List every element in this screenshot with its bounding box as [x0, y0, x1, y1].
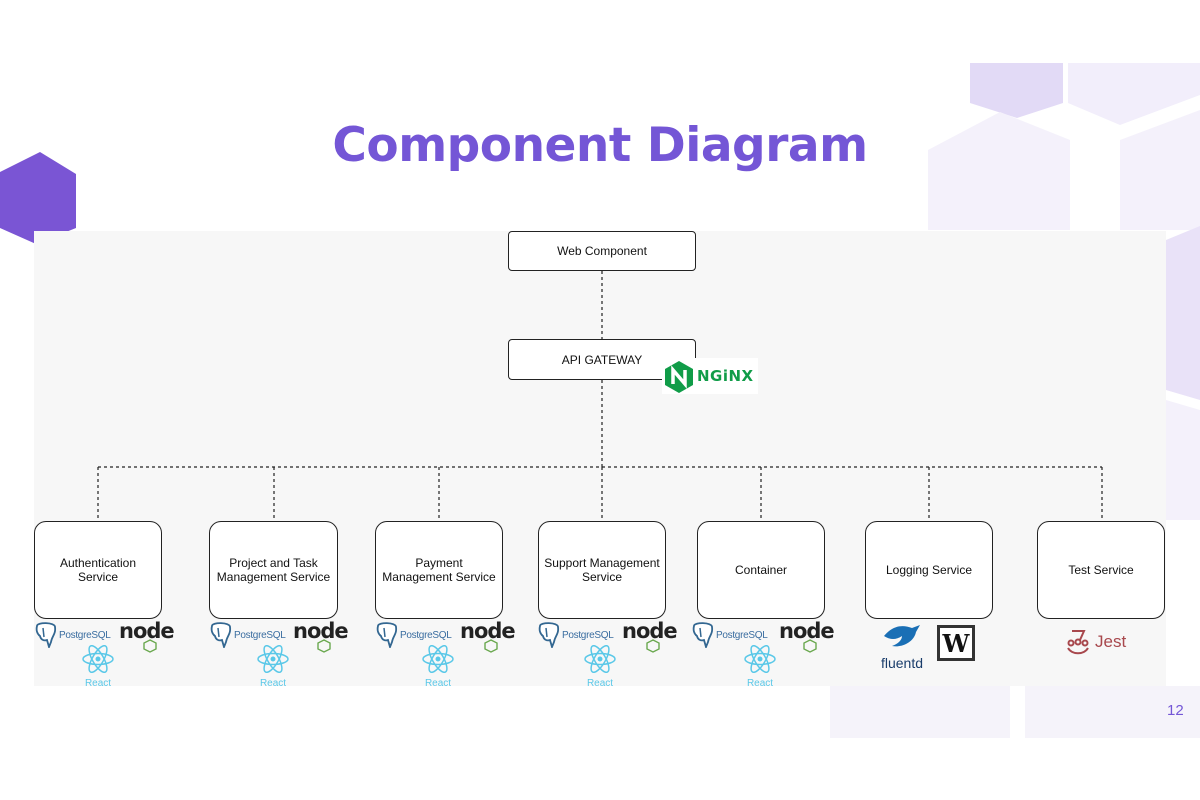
service-box-container: Container: [697, 521, 825, 619]
service-box-support: Support Management Service: [538, 521, 666, 619]
fluentd-bird-icon: [884, 625, 920, 647]
service-label: Authentication Service: [59, 555, 137, 585]
react-label: React: [259, 678, 287, 689]
service-label: Payment Management Service: [382, 555, 496, 585]
postgresql-logo: PostgreSQL: [375, 622, 452, 648]
node-js-badge-icon: [484, 639, 498, 653]
node-logo: node: [779, 619, 835, 653]
node-label: node: [622, 619, 678, 643]
react-label: React: [586, 678, 614, 689]
elephant-icon: [538, 622, 560, 648]
service-label: Test Service: [1068, 562, 1134, 577]
react-atom-icon: [422, 644, 454, 674]
jest-icon: [1067, 630, 1089, 655]
jest-logo: Jest: [1066, 628, 1126, 656]
decorative-hexagon-left: [0, 152, 76, 244]
postgresql-label: PostgreSQL: [400, 629, 452, 641]
service-box-test: Test Service: [1037, 521, 1165, 619]
postgresql-logo: PostgreSQL: [691, 622, 768, 648]
react-logo: React: [740, 644, 780, 689]
postgresql-logo: PostgreSQL: [34, 622, 111, 648]
web-component-box: Web Component: [508, 231, 696, 271]
postgresql-logo: PostgreSQL: [537, 622, 614, 648]
fluentd-logo: fluentd: [874, 622, 930, 671]
node-label: node: [460, 619, 516, 643]
react-label: React: [84, 678, 112, 689]
react-logo: React: [580, 644, 620, 689]
node-js-badge-icon: [646, 639, 660, 653]
postgresql-logo: PostgreSQL: [209, 622, 286, 648]
react-logo: React: [78, 644, 118, 689]
service-box-project-task: Project and Task Management Service: [209, 521, 338, 619]
nginx-hexagon-icon: [665, 360, 693, 393]
react-label: React: [746, 678, 774, 689]
service-label: Container: [734, 562, 788, 577]
winston-logo: W: [937, 625, 975, 661]
web-component-label: Web Component: [557, 243, 647, 258]
node-logo: node: [293, 619, 349, 653]
node-js-badge-icon: [803, 639, 817, 653]
node-js-badge-icon: [143, 639, 157, 653]
react-atom-icon: [584, 644, 616, 674]
elephant-icon: [35, 622, 57, 648]
node-label: node: [779, 619, 835, 643]
elephant-icon: [376, 622, 398, 648]
slide-title: Component Diagram: [332, 118, 868, 173]
service-label: Support Management Service: [544, 555, 660, 585]
service-box-logging: Logging Service: [865, 521, 993, 619]
node-logo: node: [119, 619, 175, 653]
react-atom-icon: [744, 644, 776, 674]
react-logo: React: [253, 644, 293, 689]
react-label: React: [424, 678, 452, 689]
react-atom-icon: [82, 644, 114, 674]
page-number: 12: [1167, 702, 1184, 719]
node-logo: node: [622, 619, 678, 653]
node-js-badge-icon: [317, 639, 331, 653]
postgresql-label: PostgreSQL: [716, 629, 768, 641]
node-label: node: [293, 619, 349, 643]
elephant-icon: [692, 622, 714, 648]
react-logo: React: [418, 644, 458, 689]
postgresql-label: PostgreSQL: [59, 629, 111, 641]
postgresql-label: PostgreSQL: [234, 629, 286, 641]
service-label: Project and Task Management Service: [216, 555, 331, 585]
nginx-label: NGiNX: [697, 367, 754, 385]
service-box-authentication: Authentication Service: [34, 521, 162, 619]
service-label: Logging Service: [885, 562, 973, 577]
node-logo: node: [460, 619, 516, 653]
winston-label: W: [942, 628, 970, 658]
node-label: node: [119, 619, 175, 643]
postgresql-label: PostgreSQL: [562, 629, 614, 641]
api-gateway-label: API GATEWAY: [561, 353, 643, 367]
nginx-logo: NGiNX: [662, 358, 758, 394]
service-box-payment: Payment Management Service: [375, 521, 503, 619]
fluentd-label: fluentd: [880, 655, 924, 671]
jest-label: Jest: [1095, 632, 1127, 651]
elephant-icon: [210, 622, 232, 648]
react-atom-icon: [257, 644, 289, 674]
